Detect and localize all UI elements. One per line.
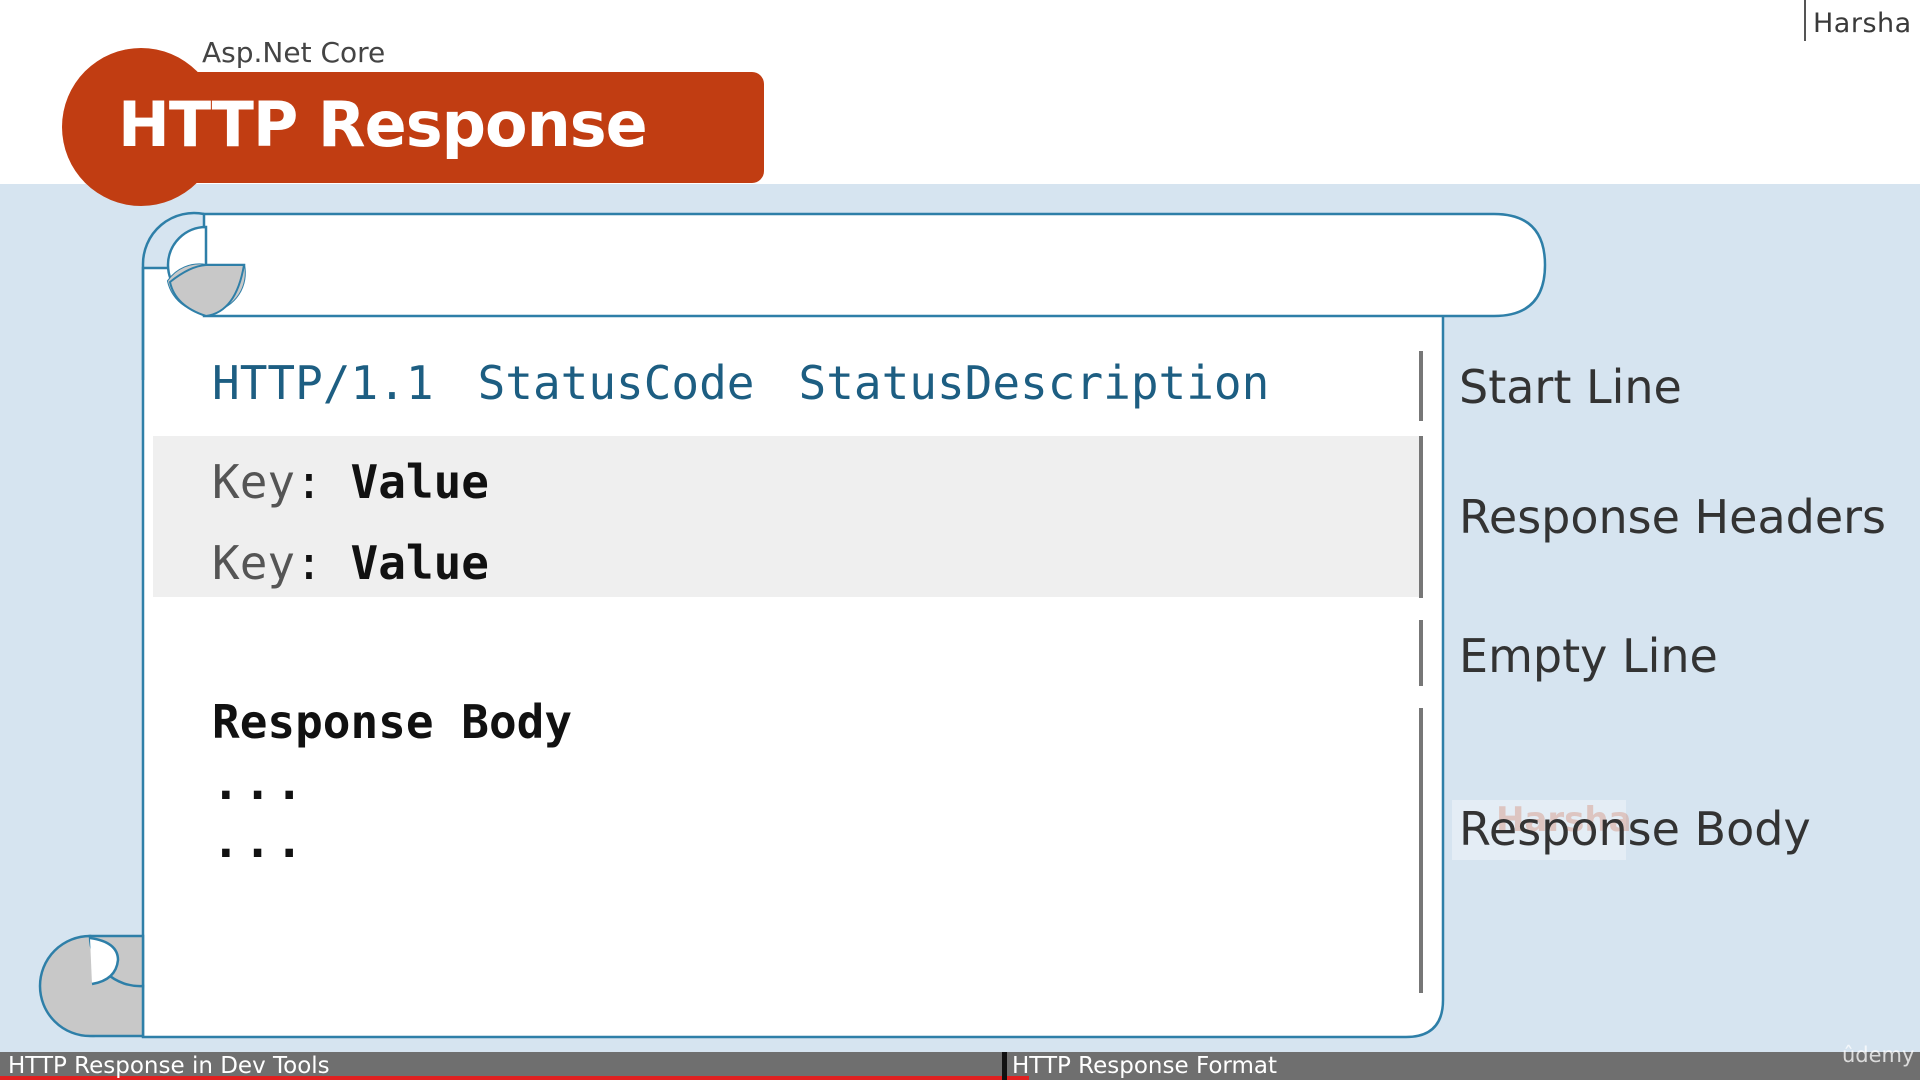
header-key: Key: [212, 455, 296, 509]
body-separator: [1419, 708, 1423, 993]
udemy-logo: ûdemy: [1842, 1043, 1915, 1067]
headers-separator: [1419, 436, 1423, 598]
footer-bar: [0, 1052, 1920, 1080]
chapter-current[interactable]: HTTP Response Format: [1012, 1053, 1277, 1079]
chapter-previous[interactable]: HTTP Response in Dev Tools: [8, 1053, 330, 1079]
slide-title: HTTP Response: [118, 88, 648, 161]
author-name: Harsha: [1813, 8, 1912, 39]
start-line-separator: [1419, 351, 1423, 421]
status-description: StatusDescription: [798, 356, 1270, 410]
label-response-body: Response Body: [1459, 802, 1811, 856]
empty-line-separator: [1419, 620, 1423, 686]
title-banner: [130, 72, 764, 183]
header-value: Value: [350, 536, 489, 590]
watermark-logo: Harsha: [1452, 800, 1632, 860]
video-progress-bar[interactable]: [0, 1076, 1030, 1080]
scroll-top-roll: [202, 212, 1547, 318]
label-start-line: Start Line: [1459, 360, 1682, 414]
header-value: Value: [350, 455, 489, 509]
body-line: ...: [212, 756, 308, 810]
chapter-marker: [1002, 1052, 1007, 1080]
author-divider: [1804, 0, 1806, 41]
body-line: ...: [212, 814, 308, 868]
label-response-headers: Response Headers: [1459, 490, 1887, 544]
response-body-title: Response Body: [212, 695, 573, 749]
http-version: HTTP/1.1: [212, 356, 434, 410]
status-code: StatusCode: [477, 356, 755, 410]
header-separator: :: [295, 536, 323, 590]
header-separator: :: [295, 455, 323, 509]
headers-highlight: [153, 436, 1423, 597]
header-row: Key: Value: [212, 455, 489, 509]
status-line: HTTP/1.1 StatusCode StatusDescription: [212, 356, 1313, 410]
header-key: Key: [212, 536, 296, 590]
header-row: Key: Value: [212, 536, 489, 590]
label-empty-line: Empty Line: [1459, 629, 1718, 683]
course-label: Asp.Net Core: [202, 36, 386, 69]
